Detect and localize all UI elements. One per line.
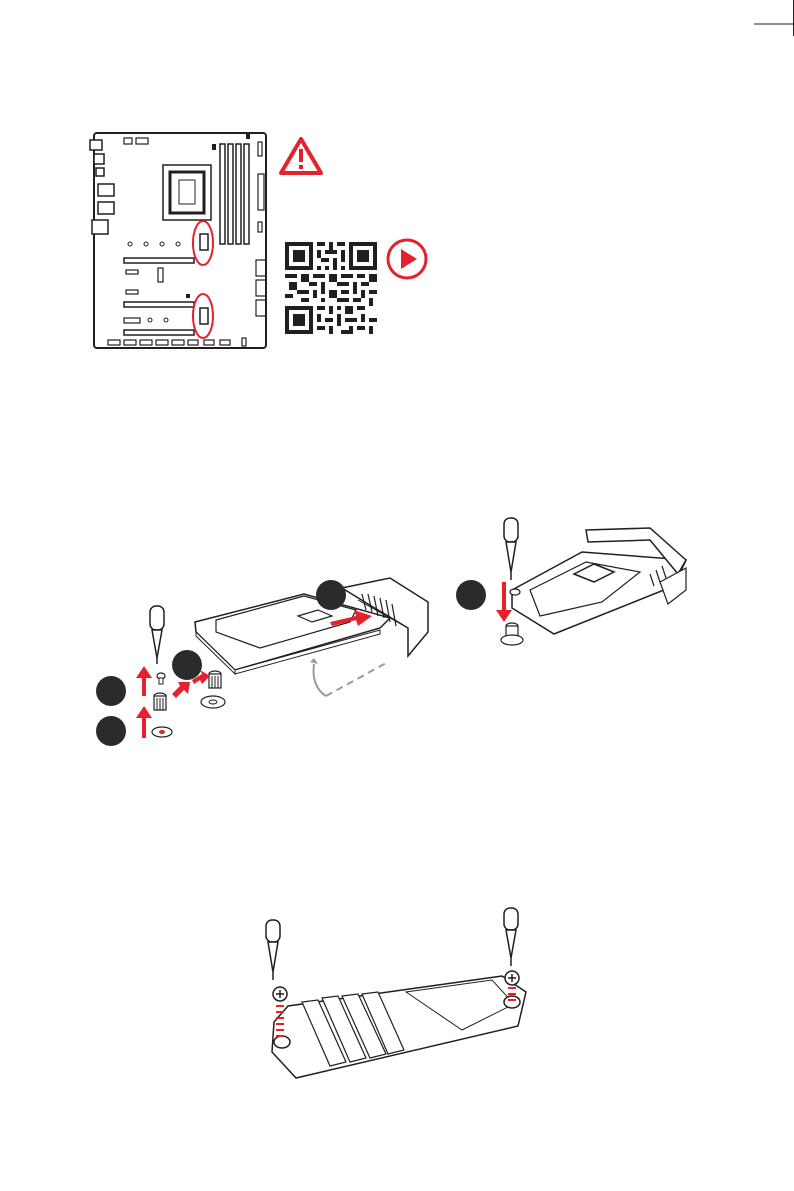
warning-triangle-icon <box>278 136 324 176</box>
step-badge-3 <box>172 650 202 680</box>
play-video-icon[interactable] <box>386 238 428 280</box>
page-edge-rule <box>754 0 794 36</box>
step-badge-4 <box>316 580 346 610</box>
step-badge-2 <box>96 716 126 746</box>
m2-install-steps-right <box>490 512 690 652</box>
m2-heatsink-screws <box>256 902 546 1082</box>
qr-code-icon <box>285 242 377 334</box>
step-badge-1 <box>96 676 126 706</box>
motherboard-layout <box>88 130 274 354</box>
step-badge-5 <box>456 580 486 610</box>
m2-install-steps-left <box>90 570 450 750</box>
